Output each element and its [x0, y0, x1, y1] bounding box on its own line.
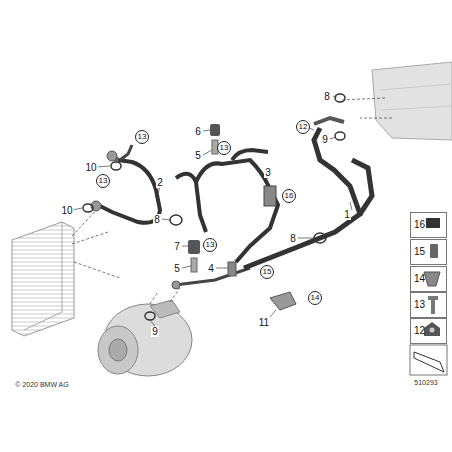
- callout-number: 9: [151, 326, 159, 337]
- legend-part-box: 14: [410, 266, 447, 292]
- callout-number: 7: [173, 241, 181, 252]
- callout-number: 14: [414, 273, 425, 284]
- callout-number: 5: [194, 150, 202, 161]
- note-text: 510293: [413, 377, 438, 388]
- legend-part-box: 15: [410, 239, 447, 265]
- callout-number: 6: [194, 126, 202, 137]
- callout-number: 5: [173, 263, 181, 274]
- callout-number: 3: [264, 167, 272, 178]
- callout-number: 14: [308, 291, 322, 305]
- callout-number: 13: [96, 174, 110, 188]
- callout-number: 8: [289, 233, 297, 244]
- callout-number: 9: [321, 134, 329, 145]
- callout-number: 13: [217, 141, 231, 155]
- callout-number: 8: [323, 91, 331, 102]
- callout-number: 15: [260, 265, 274, 279]
- callout-number: 12: [414, 325, 425, 336]
- callout-number: 12: [296, 120, 310, 134]
- callout-number: 15: [414, 246, 425, 257]
- note-text: © 2020 BMW AG: [14, 379, 69, 390]
- callout-number: 11: [258, 317, 270, 328]
- callout-number: 13: [414, 299, 425, 310]
- callout-number: 10: [60, 205, 73, 216]
- callout-number: 13: [135, 130, 149, 144]
- callout-number: 1: [343, 209, 351, 220]
- callout-number: 2: [156, 177, 164, 188]
- callout-number: 16: [282, 189, 296, 203]
- legend-part-box: 12: [410, 318, 447, 344]
- callout-number: 13: [203, 238, 217, 252]
- legend-part-box: 16: [410, 212, 447, 238]
- callout-number: 16: [414, 219, 425, 230]
- callout-number: 10: [84, 162, 97, 173]
- legend-part-box: 13: [410, 292, 447, 318]
- callout-number: 8: [153, 214, 161, 225]
- callout-number: 4: [207, 263, 215, 274]
